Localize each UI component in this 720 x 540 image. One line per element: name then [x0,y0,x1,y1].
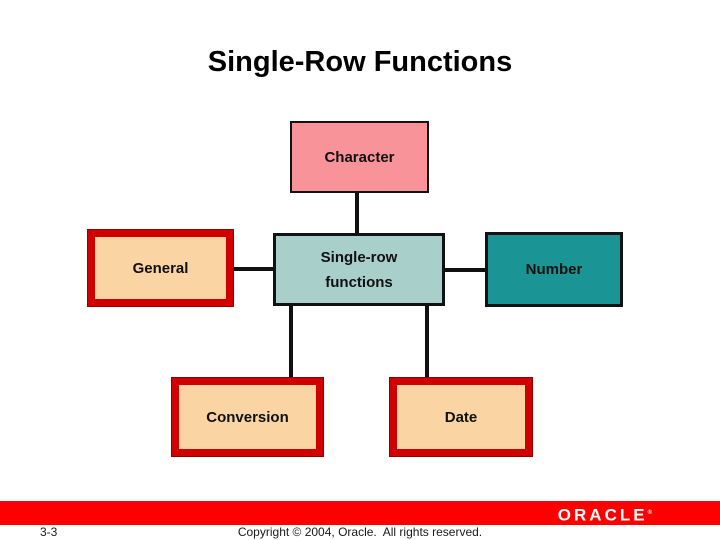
slide-title: Single-Row Functions [207,46,513,78]
connector-singlerow-to-number [445,268,485,272]
page-number: 3-3 [40,525,58,539]
node-conversion-label: Conversion [206,408,289,426]
node-single-row-functions: Single-row functions [273,233,445,306]
node-number: Number [485,232,623,307]
connector-character-to-singlerow [355,193,359,233]
node-single-row-functions-label: Single-row functions [320,248,398,291]
oracle-logo-text: ORACLE [557,505,648,525]
node-date: Date [390,378,532,456]
node-general-label: General [132,259,189,277]
oracle-logo: ORACLE® [558,503,652,526]
node-character-label: Character [324,148,395,166]
connector-singlerow-to-date [425,306,429,378]
registered-trademark-icon: ® [647,510,652,516]
node-conversion: Conversion [172,378,323,456]
node-number-label: Number [525,261,583,278]
node-character: Character [290,121,429,193]
copyright-text: Copyright © 2004, Oracle. All rights res… [237,525,483,539]
connector-general-to-singlerow [233,267,273,271]
connector-singlerow-to-conversion [289,306,293,378]
node-date-label: Date [444,408,478,426]
node-general: General [88,230,233,306]
footer-bar: ORACLE® [0,501,720,525]
